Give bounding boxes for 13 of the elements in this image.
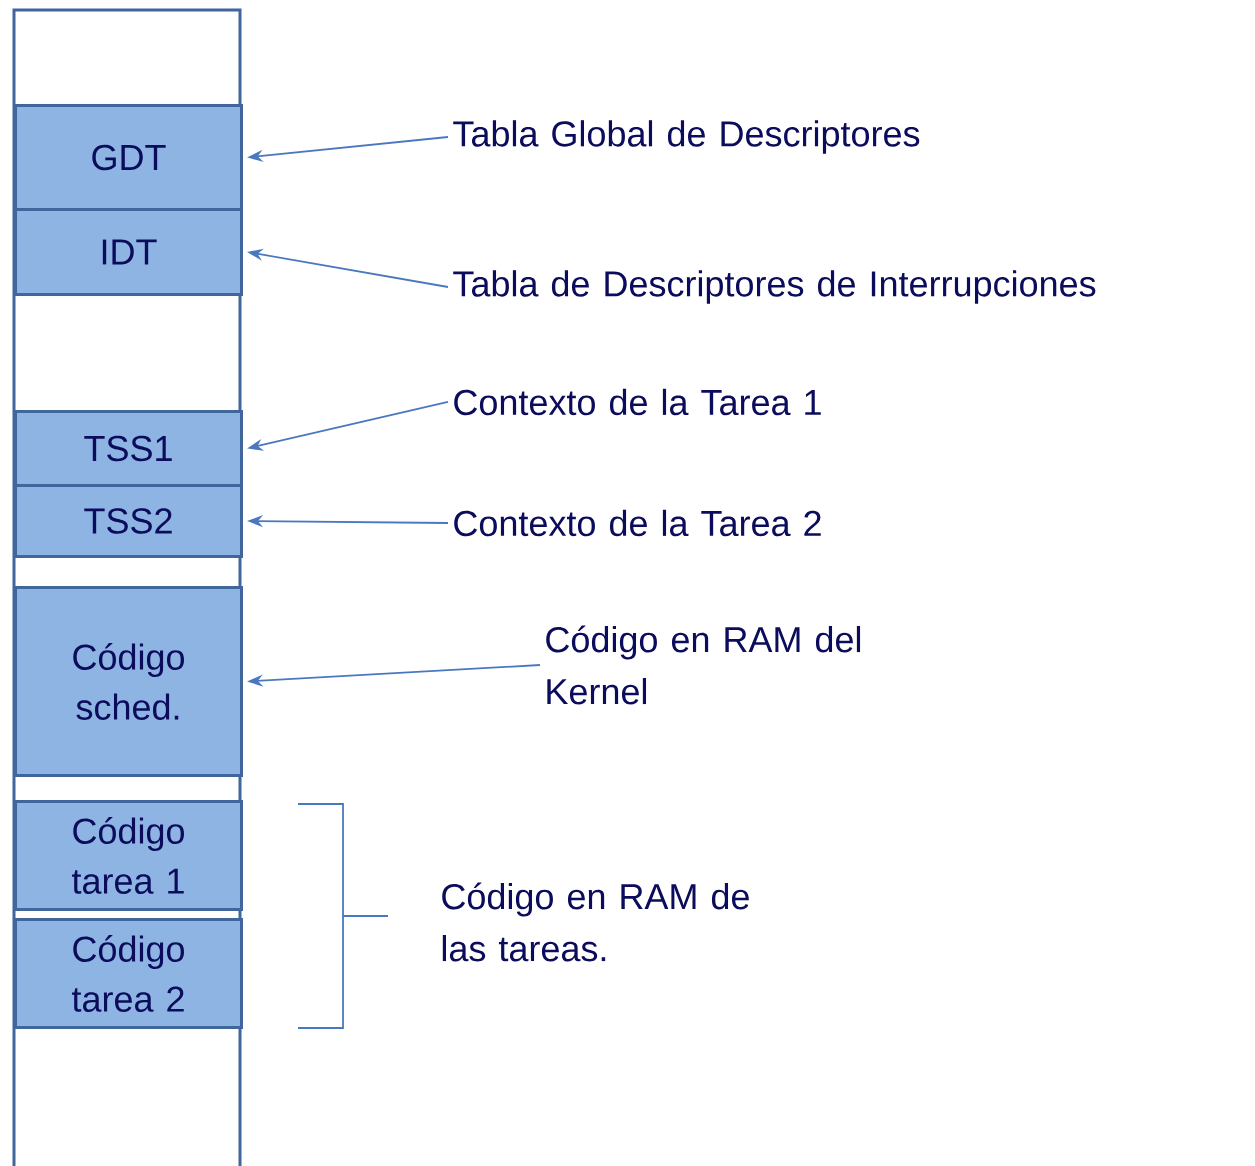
- memory-block: TSS2: [14, 484, 243, 558]
- bracket-label: Código en RAM de las tareas.: [442, 882, 749, 962]
- description-text: Tabla de Descriptores de Interrupciones: [453, 270, 1096, 304]
- description-text: Contexto de la Tarea 2: [454, 509, 821, 537]
- description-text: Contexto de la Tarea 1: [454, 388, 821, 416]
- description-text: Tabla Global de Descriptores: [453, 120, 920, 154]
- memory-block: GDT: [14, 104, 243, 211]
- memory-block: Código tarea 2: [14, 918, 243, 1029]
- memory-block: TSS1: [14, 410, 243, 487]
- description-text: Código en RAM del Kernel: [546, 625, 861, 705]
- memory-block: IDT: [14, 208, 243, 296]
- memory-block: Código tarea 1: [14, 800, 243, 911]
- memory-block: Código sched.: [14, 586, 243, 777]
